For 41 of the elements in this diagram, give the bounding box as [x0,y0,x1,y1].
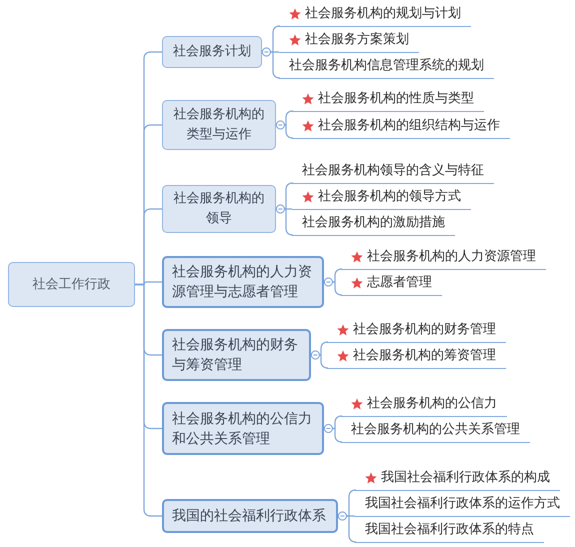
main-topic [162,100,276,150]
connector-line [310,350,329,369]
subtopic-text: 志愿者管理 [367,274,432,292]
topic-text: 社会服务机构的人力资源管理与志愿者管理 [172,263,313,302]
subtopic-text: 社会服务机构的激励措施 [302,214,445,232]
connector-line [324,278,343,296]
connector-line [276,120,294,139]
topic-text: 我国的社会福利行政体系 [172,507,326,526]
connector-line [324,424,343,443]
subtopic-text: 社会服务机构的规划与计划 [305,4,461,22]
subtopic-text: 社会服务机构的公共关系管理 [351,420,520,438]
topic-text: 社会服务机构的公信力和公共关系管理 [172,410,313,448]
main-topic [162,402,324,455]
connector-line [338,512,357,543]
subtopic-text: 社会服务机构的公信力 [367,394,497,412]
subtopic-text: 社会服务机构领导的含义与特征 [302,162,484,180]
main-topic [162,36,262,68]
topic-text: 社会服务机构的类型与运作 [172,106,266,144]
subtopic-text: 社会服务机构的财务管理 [353,320,496,338]
subtopic-text: 社会服务机构的筹资管理 [353,346,496,364]
subtopic-text: 社会服务机构的性质与类型 [318,90,474,108]
main-topic [162,185,276,233]
subtopic-text: 社会服务机构的人力资源管理 [367,248,536,266]
subtopic-text: 我国社会福利行政体系的特点 [365,520,534,538]
subtopic-text: 社会服务机构的组织结构与运作 [318,116,500,134]
connector-line [276,204,294,236]
subtopic-text: 社会服务方案策划 [305,30,409,48]
topic-text: 社会服务计划 [173,43,251,61]
main-topic [162,329,311,381]
topic-text: 社会服务机构的财务与筹资管理 [172,336,299,375]
subtopic-text: 我国社会福利行政体系的运作方式 [365,494,560,512]
subtopic-text: 社会服务机构的领导方式 [318,188,461,206]
subtopic-text: 社会服务机构信息管理系统的规划 [289,56,484,74]
connector-line [135,284,162,517]
subtopic-text: 我国社会福利行政体系的构成 [381,468,550,486]
connector-line [262,48,281,79]
central-topic [8,262,135,307]
topic-text: 社会服务机构的领导 [172,190,266,228]
main-topic [162,256,324,308]
main-topic [162,499,338,533]
topic-text: 社会工作行政 [32,276,110,294]
